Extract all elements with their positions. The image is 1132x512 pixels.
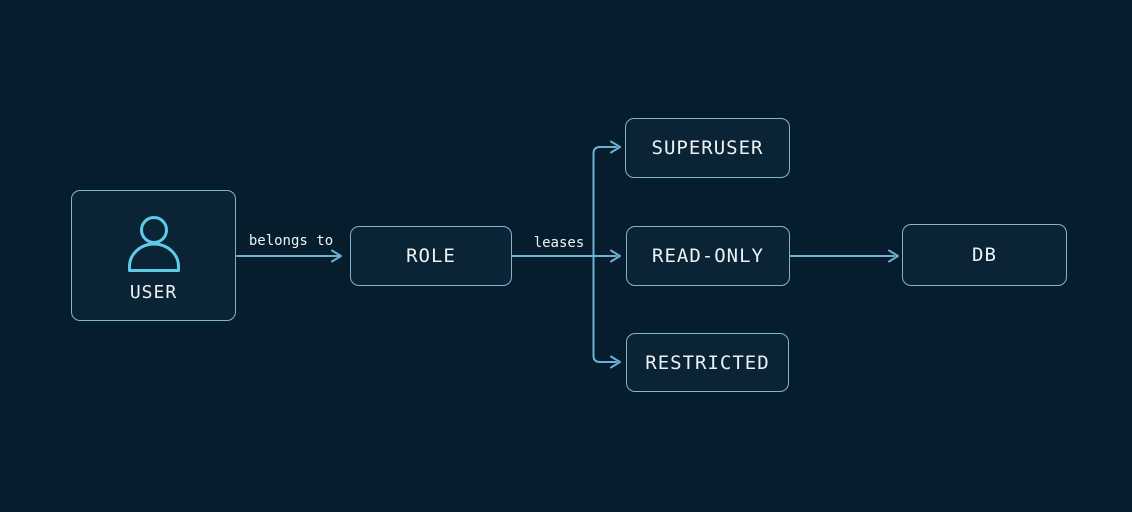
node-role-label: ROLE (406, 245, 456, 267)
node-superuser: SUPERUSER (625, 118, 790, 178)
arrowhead-read-only-to-db (888, 249, 899, 263)
node-restricted: RESTRICTED (626, 333, 789, 392)
fork-branch-line (592, 146, 617, 363)
node-read-only: READ-ONLY (626, 226, 790, 286)
arrowhead-user-to-role (331, 249, 342, 263)
node-role: ROLE (350, 226, 512, 286)
node-db-label: DB (972, 244, 997, 266)
edge-label-leases: leases (533, 235, 585, 251)
arrowhead-fork-to-restricted (610, 355, 621, 369)
node-user-label: USER (129, 281, 178, 303)
node-user: USER (71, 190, 236, 321)
node-db: DB (902, 224, 1067, 286)
arrowhead-role-to-read-only (610, 249, 621, 263)
arrowhead-fork-to-superuser (610, 140, 621, 154)
edge-label-belongs-to: belongs to (248, 233, 334, 249)
node-restricted-label: RESTRICTED (645, 351, 770, 374)
node-read-only-label: READ-ONLY (652, 245, 764, 267)
node-superuser-label: SUPERUSER (651, 137, 764, 159)
person-icon (127, 215, 180, 272)
